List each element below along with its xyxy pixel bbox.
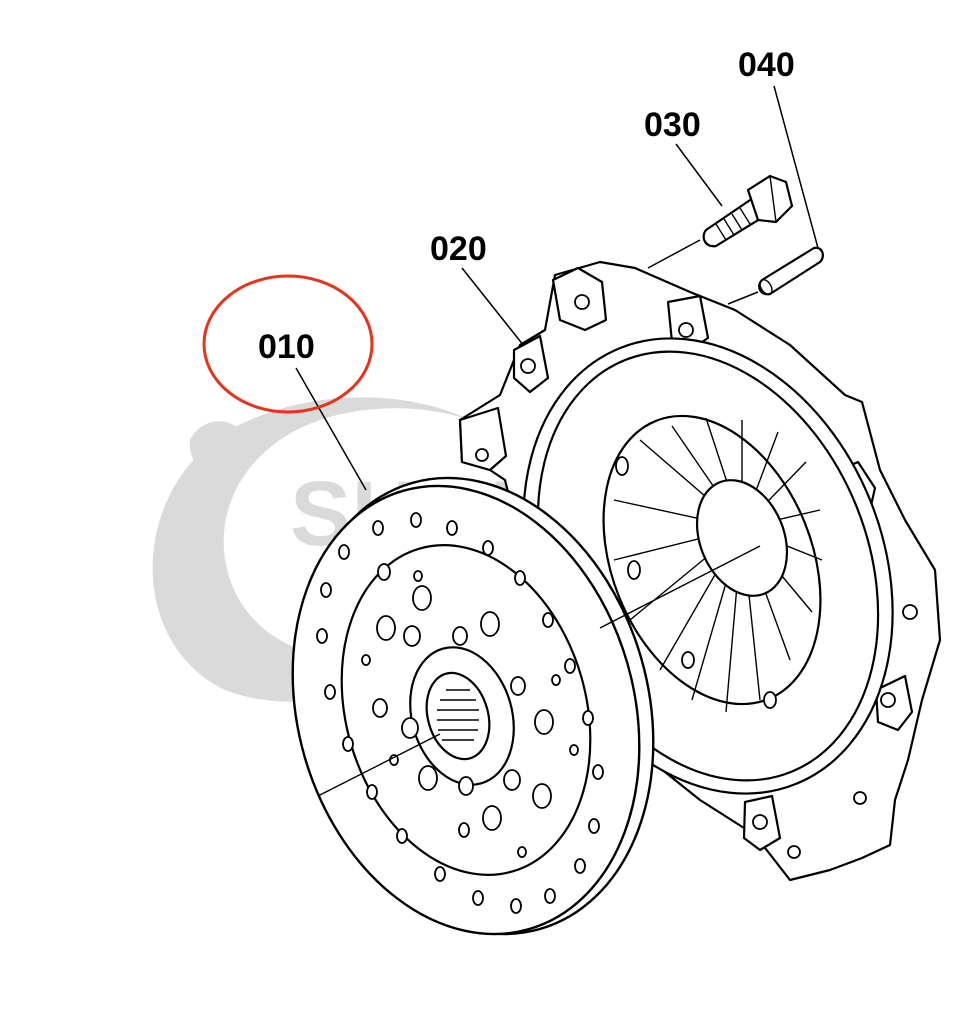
- bolt-hole: [902, 604, 918, 620]
- rivet: [763, 691, 777, 709]
- bolt-hole: [520, 358, 536, 374]
- leader-lines: [295, 85, 819, 491]
- leader-030-to-plate: [647, 239, 701, 269]
- part-label-030[interactable]: 030: [644, 106, 701, 144]
- watermark-logo-swoosh: [152, 397, 480, 702]
- bolt-hole: [853, 791, 867, 805]
- highlight-circle: [202, 274, 374, 414]
- part-label-010[interactable]: 010: [258, 328, 315, 366]
- rivet: [681, 651, 695, 669]
- bolt-thread: [715, 207, 751, 241]
- leader-010: [295, 367, 367, 491]
- assembly-axis-rear: [599, 545, 761, 629]
- splined-bore: [425, 671, 491, 761]
- bolt-hole: [752, 814, 768, 830]
- damper-holes: [361, 563, 579, 858]
- part-label-020[interactable]: 020: [430, 230, 487, 268]
- bolt-hole: [787, 845, 801, 859]
- clutch-disc: [291, 476, 655, 936]
- rivet: [615, 456, 629, 476]
- dowel-pin: [758, 246, 824, 296]
- watermark-logo-tail: [189, 421, 240, 490]
- bolt-hole: [475, 448, 489, 462]
- bolt: [702, 174, 794, 248]
- dowel-pin-body: [758, 246, 824, 296]
- bolt-hole: [678, 322, 694, 338]
- rivet: [627, 560, 641, 580]
- leader-030: [675, 143, 723, 207]
- assembly-axis: [317, 733, 441, 797]
- bolt-hole: [574, 294, 590, 310]
- leader-040: [773, 85, 819, 249]
- facing-rivets: [316, 512, 604, 914]
- bolt-hole: [880, 692, 896, 708]
- leader-040-to-plate: [727, 291, 759, 305]
- spline-teeth: [437, 689, 479, 741]
- pressure-plate-tab: [458, 406, 508, 472]
- leader-020: [461, 267, 525, 347]
- part-label-040[interactable]: 040: [738, 46, 795, 84]
